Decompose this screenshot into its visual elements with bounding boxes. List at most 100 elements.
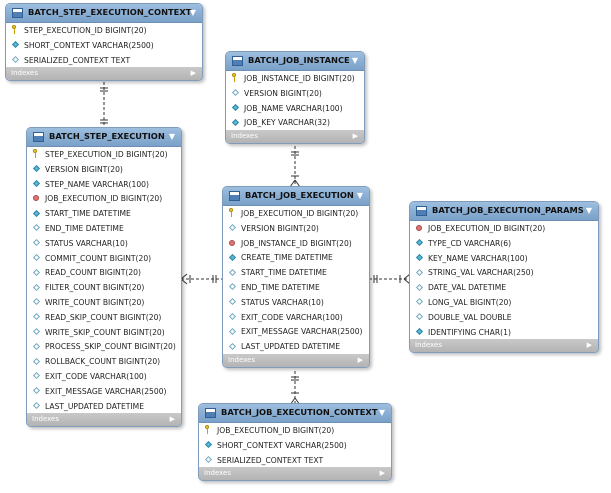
column-row[interactable]: EXIT_CODE VARCHAR(100) bbox=[223, 310, 369, 325]
column-row[interactable]: SHORT_CONTEXT VARCHAR(2500) bbox=[199, 438, 391, 453]
indexes-section[interactable]: Indexes ▶ bbox=[27, 413, 181, 427]
column-row[interactable]: SERIALIZED_CONTEXT TEXT bbox=[6, 53, 202, 68]
table-batch-job-execution-params[interactable]: BATCH_JOB_EXECUTION_PARAMS ▼ JOB_EXECUTI… bbox=[409, 201, 599, 354]
column-label: JOB_EXECUTION_ID BIGINT(20) bbox=[428, 224, 546, 233]
table-header[interactable]: BATCH_JOB_INSTANCE ▼ bbox=[226, 52, 364, 71]
nullable-column-icon bbox=[415, 298, 423, 306]
expand-arrow-icon[interactable]: ▶ bbox=[169, 415, 175, 424]
expand-arrow-icon[interactable]: ▶ bbox=[379, 469, 385, 478]
column-row[interactable]: VERSION BIGINT(20) bbox=[226, 86, 364, 101]
column-row[interactable]: WRITE_COUNT BIGINT(20) bbox=[27, 295, 181, 310]
column-row[interactable]: TYPE_CD VARCHAR(6) bbox=[410, 236, 598, 251]
column-row[interactable]: EXIT_MESSAGE VARCHAR(2500) bbox=[27, 384, 181, 399]
column-label: LONG_VAL BIGINT(20) bbox=[428, 297, 512, 307]
nullable-column-icon bbox=[228, 283, 236, 291]
column-label: COMMIT_COUNT BIGINT(20) bbox=[45, 253, 152, 263]
collapse-arrow-icon[interactable]: ▼ bbox=[351, 56, 358, 65]
expand-arrow-icon[interactable]: ▶ bbox=[190, 69, 196, 78]
table-header[interactable]: BATCH_STEP_EXECUTION ▼ bbox=[27, 128, 181, 147]
table-header[interactable]: BATCH_STEP_EXECUTION_CONTEXT ▼ bbox=[6, 4, 202, 23]
table-batch-job-execution[interactable]: BATCH_JOB_EXECUTION ▼ JOB_EXECUTION_ID B… bbox=[222, 186, 370, 368]
column-row[interactable]: SHORT_CONTEXT VARCHAR(2500) bbox=[6, 38, 202, 53]
table-header[interactable]: BATCH_JOB_EXECUTION ▼ bbox=[223, 187, 369, 206]
not-null-column-icon bbox=[231, 118, 239, 126]
rel-step-context-to-step-execution[interactable] bbox=[100, 82, 108, 128]
column-row[interactable]: IDENTIFYING CHAR(1) bbox=[410, 325, 598, 340]
expand-arrow-icon[interactable]: ▶ bbox=[586, 341, 592, 350]
column-label: EXIT_MESSAGE VARCHAR(2500) bbox=[241, 327, 363, 337]
column-row[interactable]: JOB_EXECUTION_ID BIGINT(20) bbox=[27, 191, 181, 206]
rel-job-execution-to-params[interactable] bbox=[369, 273, 411, 285]
column-row[interactable]: CREATE_TIME DATETIME bbox=[223, 250, 369, 265]
nullable-column-icon bbox=[415, 313, 423, 321]
collapse-arrow-icon[interactable]: ▼ bbox=[189, 8, 196, 17]
indexes-section[interactable]: Indexes ▶ bbox=[199, 467, 391, 481]
column-row[interactable]: VERSION BIGINT(20) bbox=[27, 162, 181, 177]
column-row[interactable]: LONG_VAL BIGINT(20) bbox=[410, 295, 598, 310]
column-row[interactable]: SERIALIZED_CONTEXT TEXT bbox=[199, 453, 391, 468]
column-label: JOB_EXECUTION_ID BIGINT(20) bbox=[241, 209, 359, 218]
column-row[interactable]: COMMIT_COUNT BIGINT(20) bbox=[27, 251, 181, 266]
rel-job-instance-to-job-execution[interactable] bbox=[289, 146, 301, 188]
column-row[interactable]: START_TIME DATETIME bbox=[223, 265, 369, 280]
column-label: VERSION BIGINT(20) bbox=[244, 88, 322, 98]
column-label: TYPE_CD VARCHAR(6) bbox=[428, 238, 512, 248]
column-row[interactable]: READ_COUNT BIGINT(20) bbox=[27, 265, 181, 280]
table-batch-job-execution-context[interactable]: BATCH_JOB_EXECUTION_CONTEXT ▼ JOB_EXECUT… bbox=[198, 403, 392, 482]
table-batch-step-execution-context[interactable]: BATCH_STEP_EXECUTION_CONTEXT ▼ STEP_EXEC… bbox=[5, 3, 203, 82]
column-row[interactable]: LAST_UPDATED DATETIME bbox=[27, 399, 181, 414]
column-row[interactable]: ROLLBACK_COUNT BIGINT(20) bbox=[27, 354, 181, 369]
collapse-arrow-icon[interactable]: ▼ bbox=[585, 206, 592, 215]
column-row[interactable]: JOB_KEY VARCHAR(32) bbox=[226, 115, 364, 130]
column-label: IDENTIFYING CHAR(1) bbox=[428, 327, 511, 337]
not-null-column-icon bbox=[415, 239, 423, 247]
column-row[interactable]: JOB_EXECUTION_ID BIGINT(20) bbox=[199, 423, 391, 438]
column-row[interactable]: JOB_NAME VARCHAR(100) bbox=[226, 101, 364, 116]
column-row[interactable]: DATE_VAL DATETIME bbox=[410, 280, 598, 295]
column-row[interactable]: PROCESS_SKIP_COUNT BIGINT(20) bbox=[27, 339, 181, 354]
column-row[interactable]: VERSION BIGINT(20) bbox=[223, 221, 369, 236]
expand-arrow-icon[interactable]: ▶ bbox=[357, 355, 363, 364]
table-batch-job-instance[interactable]: BATCH_JOB_INSTANCE ▼ JOB_INSTANCE_ID BIG… bbox=[225, 51, 365, 145]
column-row[interactable]: EXIT_MESSAGE VARCHAR(2500) bbox=[223, 324, 369, 339]
column-row[interactable]: STEP_EXECUTION_ID BIGINT(20) bbox=[27, 147, 181, 162]
collapse-arrow-icon[interactable]: ▼ bbox=[356, 191, 363, 200]
table-icon bbox=[12, 8, 23, 18]
nullable-column-icon bbox=[228, 224, 236, 232]
rel-job-execution-to-step-execution[interactable] bbox=[180, 273, 222, 285]
column-row[interactable]: STATUS VARCHAR(10) bbox=[223, 295, 369, 310]
column-row[interactable]: STEP_NAME VARCHAR(100) bbox=[27, 177, 181, 192]
nullable-column-icon bbox=[11, 56, 19, 64]
expand-arrow-icon[interactable]: ▶ bbox=[352, 132, 358, 141]
column-row[interactable]: FILTER_COUNT BIGINT(20) bbox=[27, 280, 181, 295]
column-row[interactable]: START_TIME DATETIME bbox=[27, 206, 181, 221]
table-header[interactable]: BATCH_JOB_EXECUTION_CONTEXT ▼ bbox=[199, 404, 391, 423]
column-row[interactable]: JOB_INSTANCE_ID BIGINT(20) bbox=[226, 71, 364, 86]
indexes-section[interactable]: Indexes ▶ bbox=[223, 353, 369, 367]
table-header[interactable]: BATCH_JOB_EXECUTION_PARAMS ▼ bbox=[410, 202, 598, 221]
indexes-section[interactable]: Indexes ▶ bbox=[226, 130, 364, 144]
column-row[interactable]: END_TIME DATETIME bbox=[27, 221, 181, 236]
column-row[interactable]: WRITE_SKIP_COUNT BIGINT(20) bbox=[27, 325, 181, 340]
column-row[interactable]: JOB_EXECUTION_ID BIGINT(20) bbox=[410, 221, 598, 236]
rel-job-execution-to-job-context[interactable] bbox=[289, 371, 301, 406]
collapse-arrow-icon[interactable]: ▼ bbox=[378, 408, 385, 417]
column-row[interactable]: STATUS VARCHAR(10) bbox=[27, 236, 181, 251]
column-row[interactable]: KEY_NAME VARCHAR(100) bbox=[410, 251, 598, 266]
column-row[interactable]: STEP_EXECUTION_ID BIGINT(20) bbox=[6, 23, 202, 38]
column-row[interactable]: READ_SKIP_COUNT BIGINT(20) bbox=[27, 310, 181, 325]
indexes-label: Indexes bbox=[204, 469, 232, 478]
collapse-arrow-icon[interactable]: ▼ bbox=[168, 132, 175, 141]
column-row[interactable]: JOB_EXECUTION_ID BIGINT(20) bbox=[223, 206, 369, 221]
column-row[interactable]: EXIT_CODE VARCHAR(100) bbox=[27, 369, 181, 384]
indexes-section[interactable]: Indexes ▶ bbox=[410, 339, 598, 353]
column-row[interactable]: END_TIME DATETIME bbox=[223, 280, 369, 295]
column-row[interactable]: DOUBLE_VAL DOUBLE bbox=[410, 310, 598, 325]
indexes-label: Indexes bbox=[32, 415, 60, 424]
indexes-section[interactable]: Indexes ▶ bbox=[6, 67, 202, 81]
column-row[interactable]: LAST_UPDATED DATETIME bbox=[223, 339, 369, 354]
column-list: STEP_EXECUTION_ID BIGINT(20)VERSION BIGI… bbox=[27, 147, 181, 413]
table-batch-step-execution[interactable]: BATCH_STEP_EXECUTION ▼ STEP_EXECUTION_ID… bbox=[26, 127, 182, 428]
column-row[interactable]: STRING_VAL VARCHAR(250) bbox=[410, 265, 598, 280]
column-row[interactable]: JOB_INSTANCE_ID BIGINT(20) bbox=[223, 236, 369, 251]
